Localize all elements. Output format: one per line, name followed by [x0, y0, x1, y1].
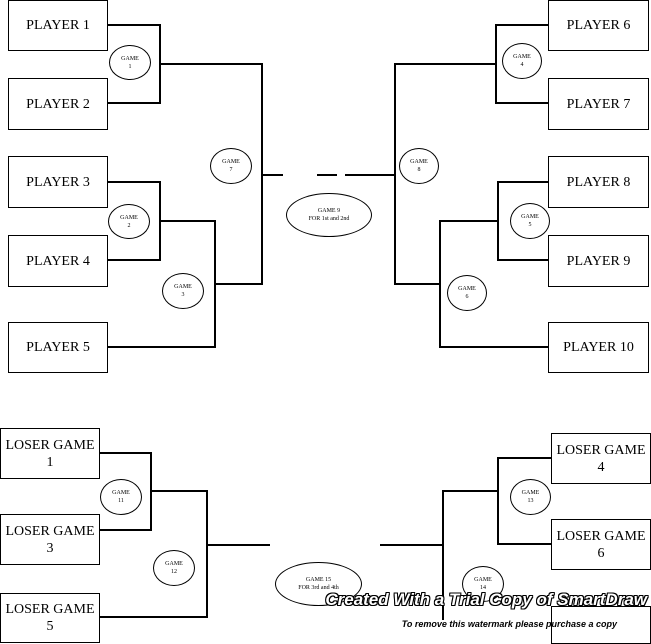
game-13-number: 13: [527, 498, 534, 504]
game-13-label: GAME: [521, 490, 540, 496]
watermark-title: Created With a Trial Copy of SmartDraw: [325, 590, 647, 609]
game-15-node: GAME 15 FOR 3rd and 4th: [275, 562, 362, 606]
game-8-node: GAME 8: [399, 148, 439, 184]
game-13-node: GAME 13: [510, 479, 551, 515]
game-4-number: 4: [520, 62, 524, 68]
game-8-label: GAME: [410, 159, 428, 165]
loser-game-4-box: LOSER GAME 4: [551, 433, 651, 484]
player-1-label: PLAYER 1: [26, 18, 90, 33]
player-7-label: PLAYER 7: [566, 96, 631, 112]
loser-game-5-label: LOSER GAME: [5, 602, 95, 617]
loser-game-1-box: LOSER GAME 1: [0, 428, 100, 479]
game-15-label: GAME 15: [305, 577, 332, 583]
game-12-number: 12: [171, 569, 177, 575]
game-3-node: GAME 3: [162, 273, 204, 309]
game-7-number: 7: [229, 167, 233, 173]
game-3-label: GAME: [174, 284, 192, 290]
player-4-box: PLAYER 4: [8, 235, 108, 287]
game-9-subtitle: FOR 1st and 2nd: [308, 216, 350, 222]
game-11-label: GAME: [112, 490, 130, 496]
loser-game-3-number: 3: [46, 540, 54, 556]
game-6-number: 6: [465, 294, 469, 300]
game-12-label: GAME: [165, 561, 183, 567]
game-8-number: 8: [417, 167, 421, 173]
player-5-label: PLAYER 5: [26, 340, 90, 355]
game-7-label: GAME: [222, 159, 240, 165]
player-1-box: PLAYER 1: [8, 0, 108, 51]
game-15-subtitle: FOR 3rd and 4th: [298, 585, 339, 591]
loser-game-5-box: LOSER GAME 5: [0, 593, 100, 643]
player-6-label: PLAYER 6: [566, 18, 631, 33]
game-9-label: GAME 9: [317, 208, 341, 214]
game-6-label: GAME: [458, 286, 476, 292]
player-4-label: PLAYER 4: [26, 253, 90, 269]
loser-game-4-label: LOSER GAME: [556, 442, 646, 458]
player-3-label: PLAYER 3: [26, 174, 90, 190]
game-11-number: 11: [118, 498, 124, 504]
game-2-number: 2: [127, 222, 131, 229]
game-14-number: 14: [480, 585, 486, 591]
game-5-label: GAME: [521, 214, 539, 220]
game-5-number: 5: [528, 222, 532, 228]
player-7-box: PLAYER 7: [548, 78, 649, 130]
game-5-node: GAME 5: [510, 203, 550, 239]
game-7-node: GAME 7: [210, 148, 252, 184]
game-12-node: GAME 12: [153, 550, 195, 586]
loser-game-3-label: LOSER GAME: [5, 523, 95, 539]
player-9-box: PLAYER 9: [548, 235, 649, 287]
game-3-number: 3: [181, 292, 185, 298]
game-1-label: GAME: [121, 55, 139, 62]
loser-game-5-number: 5: [46, 619, 54, 634]
watermark-subtitle: To remove this watermark please purchase…: [401, 619, 617, 629]
game-1-number: 1: [128, 63, 132, 70]
player-2-box: PLAYER 2: [8, 78, 108, 130]
player-10-box: PLAYER 10: [548, 322, 649, 373]
bottom-right-box: [551, 606, 651, 644]
player-9-label: PLAYER 9: [566, 253, 631, 269]
loser-game-6-label: LOSER GAME: [556, 528, 646, 544]
player-6-box: PLAYER 6: [548, 0, 649, 51]
game-6-node: GAME 6: [447, 275, 487, 311]
player-5-box: PLAYER 5: [8, 322, 108, 373]
player-3-box: PLAYER 3: [8, 156, 108, 208]
game-4-node: GAME 4: [502, 43, 542, 79]
player-8-label: PLAYER 8: [566, 174, 631, 190]
loser-game-6-number: 6: [597, 545, 605, 561]
loser-game-1-number: 1: [46, 454, 54, 470]
game-2-label: GAME: [120, 214, 138, 221]
loser-game-6-box: LOSER GAME 6: [551, 519, 651, 570]
game-9-node: GAME 9 FOR 1st and 2nd: [286, 193, 372, 237]
game-11-node: GAME 11: [100, 479, 142, 515]
loser-game-1-label: LOSER GAME: [5, 437, 95, 453]
game-4-label: GAME: [513, 54, 531, 60]
loser-game-4-number: 4: [597, 459, 605, 475]
player-8-box: PLAYER 8: [548, 156, 649, 208]
player-10-label: PLAYER 10: [563, 340, 634, 355]
player-2-label: PLAYER 2: [26, 96, 90, 112]
game-14-label: GAME: [474, 577, 492, 583]
game-14-node: GAME 14: [462, 566, 504, 602]
loser-game-3-box: LOSER GAME 3: [0, 514, 100, 565]
